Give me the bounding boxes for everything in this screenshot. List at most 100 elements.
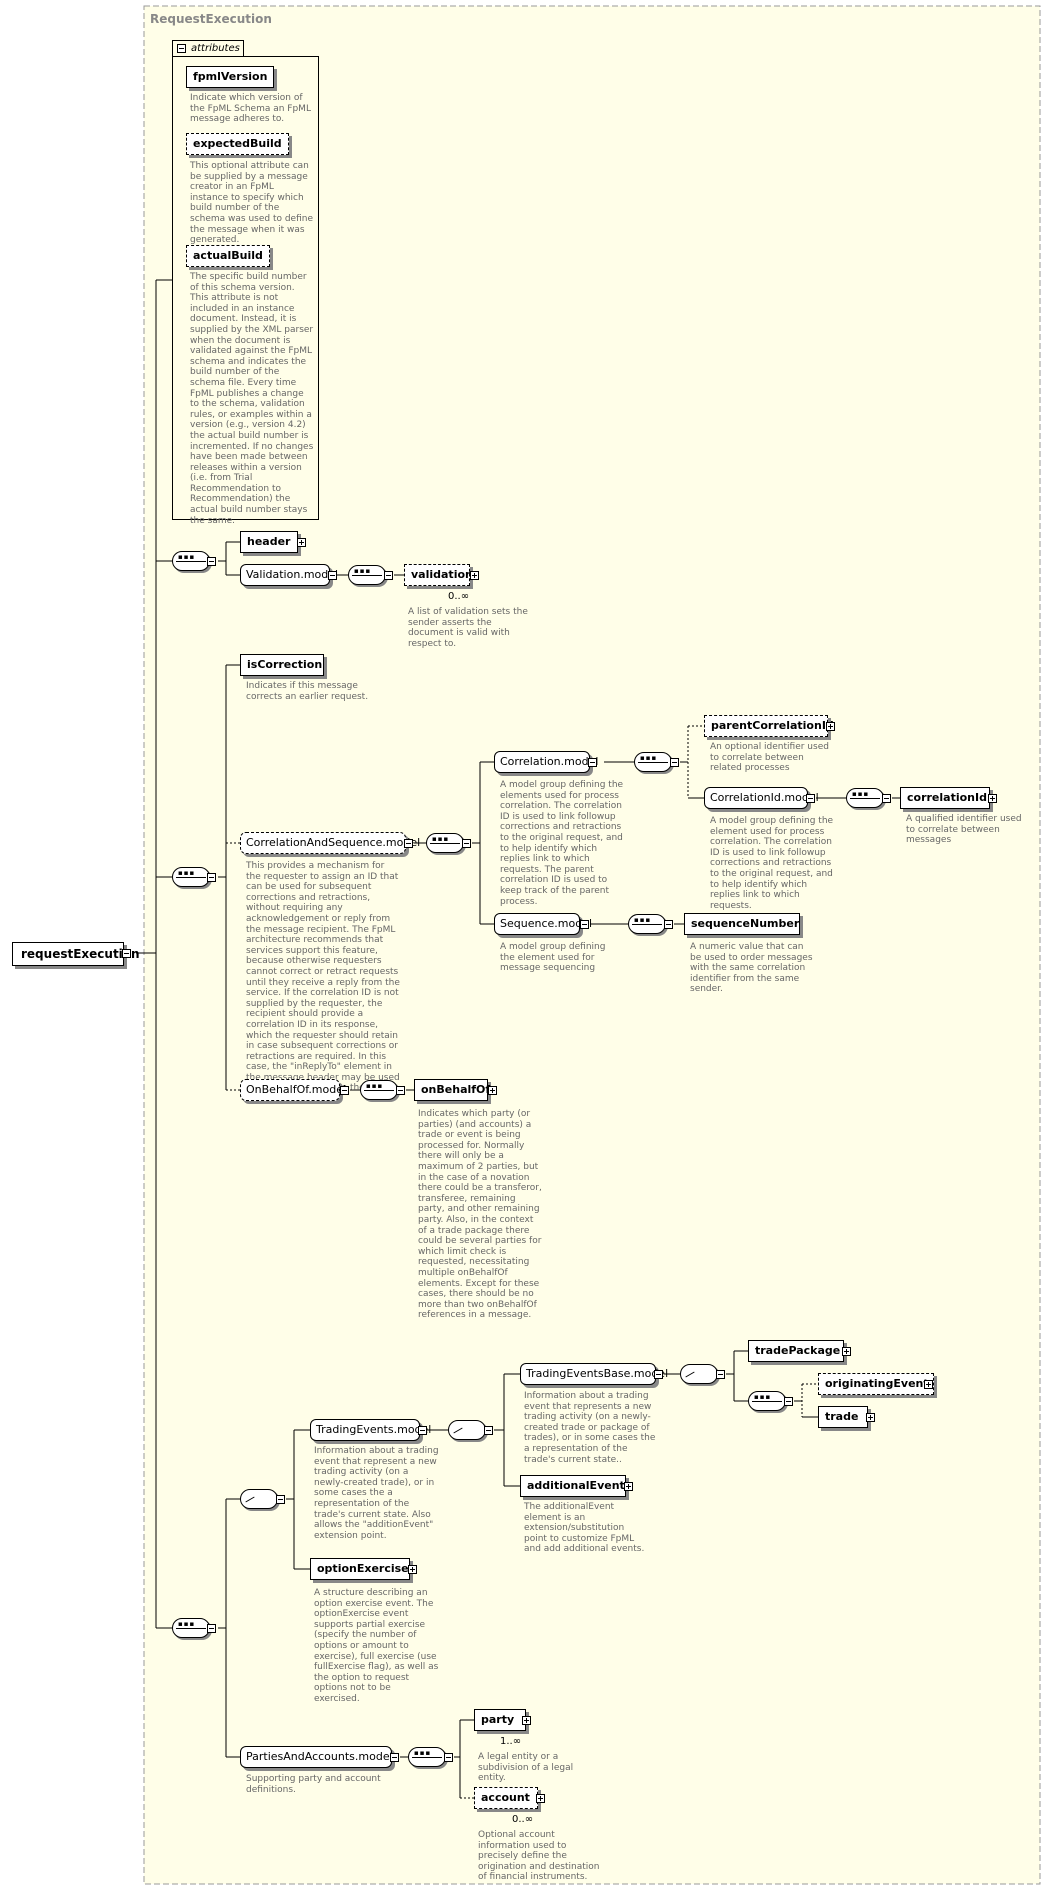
collapse-icon[interactable]: [670, 758, 679, 767]
party-occurrence: 1..∞: [500, 1736, 522, 1747]
collapse-icon[interactable]: [882, 794, 891, 803]
frame-title: RequestExecution: [150, 12, 272, 26]
sequence-connector-3[interactable]: [172, 1618, 210, 1638]
party-doc: A legal entity or a subdivision of a leg…: [478, 1752, 574, 1784]
collapse-icon[interactable]: [444, 1753, 453, 1762]
expand-icon[interactable]: [866, 1413, 875, 1422]
node-sequenceNumber[interactable]: sequenceNumber: [684, 913, 800, 935]
sequence-connector[interactable]: [360, 1080, 398, 1100]
node-header[interactable]: header: [240, 531, 298, 553]
expand-icon[interactable]: [522, 1716, 531, 1725]
node-onBehalfOf[interactable]: onBehalfOf: [414, 1079, 490, 1101]
tradingEvents-doc: Information about a trading event that r…: [314, 1446, 439, 1541]
node-tradePackage[interactable]: tradePackage: [748, 1340, 844, 1362]
validation-occurrence: 0..∞: [448, 591, 470, 602]
node-tradingEventsBase-model[interactable]: TradingEventsBase.model: [520, 1363, 668, 1385]
node-tradingEvents-model[interactable]: TradingEvents.model: [310, 1419, 431, 1441]
sequence-model-doc: A model group defining the element used …: [500, 942, 606, 974]
node-partiesAndAccounts-model[interactable]: PartiesAndAccounts.model: [240, 1746, 393, 1768]
node-originatingEvent[interactable]: originatingEvent: [818, 1373, 934, 1395]
expand-icon[interactable]: [826, 722, 835, 731]
collapse-icon[interactable]: [806, 794, 815, 803]
collapse-icon[interactable]: [276, 1495, 285, 1504]
node-party[interactable]: party: [474, 1709, 526, 1731]
attr-expectedBuild-doc: This optional attribute can be supplied …: [190, 161, 314, 246]
attr-fpmlVersion-doc: Indicate which version of the FpML Schem…: [190, 93, 311, 125]
partiesAndAccounts-doc: Supporting party and account definitions…: [246, 1774, 381, 1795]
node-correlationId-model[interactable]: CorrelationId.model: [704, 787, 819, 809]
node-isCorrection[interactable]: isCorrection: [240, 654, 324, 676]
isCorrection-doc: Indicates if this message corrects an ea…: [246, 681, 369, 702]
collapse-icon[interactable]: [340, 1086, 349, 1095]
node-correlationId[interactable]: correlationId: [900, 787, 990, 809]
sequence-connector[interactable]: [634, 752, 672, 772]
collapse-icon[interactable]: [177, 44, 186, 53]
expand-icon[interactable]: [842, 1347, 851, 1356]
root-element[interactable]: requestExecution: [12, 942, 140, 966]
node-onBehalfOf-model[interactable]: OnBehalfOf.model: [240, 1079, 346, 1101]
attr-actualBuild-doc: The specific build number of this schema…: [190, 272, 314, 526]
collapse-icon[interactable]: [418, 1426, 427, 1435]
node-sequence-model[interactable]: Sequence.model: [494, 913, 592, 935]
node-trade[interactable]: trade: [818, 1406, 868, 1428]
sequence-connector-1[interactable]: [172, 551, 210, 571]
sequence-connector[interactable]: [348, 565, 386, 585]
collapse-icon[interactable]: [328, 571, 337, 580]
expand-icon[interactable]: [470, 571, 479, 580]
sequenceNumber-doc: A numeric value that can be used to orde…: [690, 942, 813, 995]
parentCorrelationId-doc: An optional identifier used to correlate…: [710, 742, 829, 774]
account-doc: Optional account information used to pre…: [478, 1830, 600, 1883]
additionalEvent-doc: The additionalEvent element is an extens…: [524, 1502, 645, 1555]
collapse-icon[interactable]: [404, 839, 413, 848]
choice-connector[interactable]: [240, 1489, 278, 1509]
validation-doc: A list of validation sets the sender ass…: [408, 607, 528, 649]
correlation-and-sequence-doc: This provides a mechanism for the reques…: [246, 861, 400, 1104]
optionExercise-doc: A structure describing an option exercis…: [314, 1588, 439, 1704]
expand-icon[interactable]: [988, 794, 997, 803]
collapse-icon[interactable]: [396, 1086, 405, 1095]
attr-actualBuild[interactable]: actualBuild: [186, 245, 270, 267]
collapse-icon[interactable]: [384, 571, 393, 580]
node-parentCorrelationId[interactable]: parentCorrelationId: [704, 715, 834, 737]
choice-connector[interactable]: [680, 1364, 718, 1384]
expand-icon[interactable]: [536, 1794, 545, 1803]
sequence-1-collapse-icon[interactable]: [207, 557, 216, 566]
expand-icon[interactable]: [408, 1565, 417, 1574]
attributes-tab[interactable]: attributes: [172, 40, 244, 57]
attr-fpmlVersion[interactable]: fpmlVersion: [186, 66, 275, 88]
account-occurrence: 0..∞: [512, 1814, 534, 1825]
sequence-connector[interactable]: [426, 833, 464, 853]
node-account[interactable]: account: [474, 1787, 538, 1809]
node-correlation-and-sequence-model[interactable]: CorrelationAndSequence.model: [240, 832, 420, 854]
collapse-icon[interactable]: [654, 1370, 663, 1379]
collapse-icon[interactable]: [390, 1753, 399, 1762]
collapse-icon[interactable]: [664, 920, 673, 929]
root-collapse-icon[interactable]: [122, 949, 131, 958]
sequence-connector-2[interactable]: [172, 867, 210, 887]
node-correlation-model[interactable]: Correlation.model: [494, 751, 598, 773]
sequence-connector[interactable]: [748, 1391, 786, 1411]
collapse-icon[interactable]: [462, 839, 471, 848]
sequence-connector[interactable]: [408, 1747, 446, 1767]
sequence-2-collapse-icon[interactable]: [207, 873, 216, 882]
node-validation[interactable]: validation: [404, 564, 473, 586]
collapse-icon[interactable]: [784, 1397, 793, 1406]
sequence-connector[interactable]: [846, 788, 884, 808]
collapse-icon[interactable]: [580, 920, 589, 929]
collapse-icon[interactable]: [588, 758, 597, 767]
expand-icon[interactable]: [924, 1380, 933, 1389]
expand-icon[interactable]: [624, 1482, 633, 1491]
expand-icon[interactable]: [488, 1086, 497, 1095]
attributes-label: attributes: [191, 43, 240, 54]
attr-expectedBuild[interactable]: expectedBuild: [186, 133, 289, 155]
node-validation-model[interactable]: Validation.model: [240, 564, 338, 586]
node-additionalEvent[interactable]: additionalEvent: [520, 1475, 626, 1497]
collapse-icon[interactable]: [716, 1370, 725, 1379]
correlation-model-doc: A model group defining the elements used…: [500, 780, 624, 907]
sequence-connector[interactable]: [628, 914, 666, 934]
sequence-3-collapse-icon[interactable]: [207, 1624, 216, 1633]
collapse-icon[interactable]: [484, 1426, 493, 1435]
node-optionExercise[interactable]: optionExercise: [310, 1558, 410, 1580]
expand-icon[interactable]: [297, 538, 306, 547]
choice-connector[interactable]: [448, 1420, 486, 1440]
